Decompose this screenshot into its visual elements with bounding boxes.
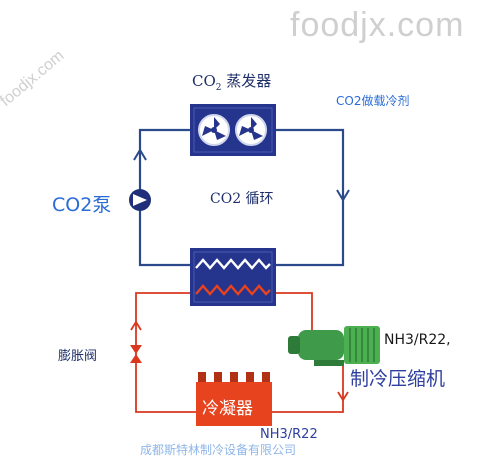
heat-exchanger [190, 248, 276, 306]
pump-icon [129, 189, 151, 211]
condenser-unit [196, 372, 272, 426]
compressor-name-label: 制冷压缩机 [350, 368, 446, 390]
expansion-valve-label: 膨胀阀 [58, 349, 98, 364]
co2-pump-label: CO2泵 [52, 194, 112, 216]
refrigerant-note: CO2做载冷剂 [336, 94, 410, 108]
fan-icon [198, 114, 230, 146]
evaporator-unit [190, 104, 276, 156]
compressor-refrigerant-label: NH3/R22, [384, 332, 451, 348]
co2-loop-label: CO2 循环 [210, 191, 274, 207]
watermark-brand: foodjx.com [290, 6, 465, 44]
co2-flow-arrow-icon [133, 148, 350, 202]
refrigerant-flow-arrow-icon [130, 320, 349, 402]
valve-icon [130, 345, 142, 363]
footer-company-text: 成都斯特林制冷设备有限公司 [140, 443, 297, 457]
compressor-unit [288, 326, 380, 366]
condenser-name-label: 冷凝器 [202, 399, 253, 419]
condenser-refrigerant-label: NH3/R22 [260, 427, 318, 442]
evaporator-label: CO2 蒸发器 [192, 72, 272, 93]
fan-icon [235, 114, 267, 146]
